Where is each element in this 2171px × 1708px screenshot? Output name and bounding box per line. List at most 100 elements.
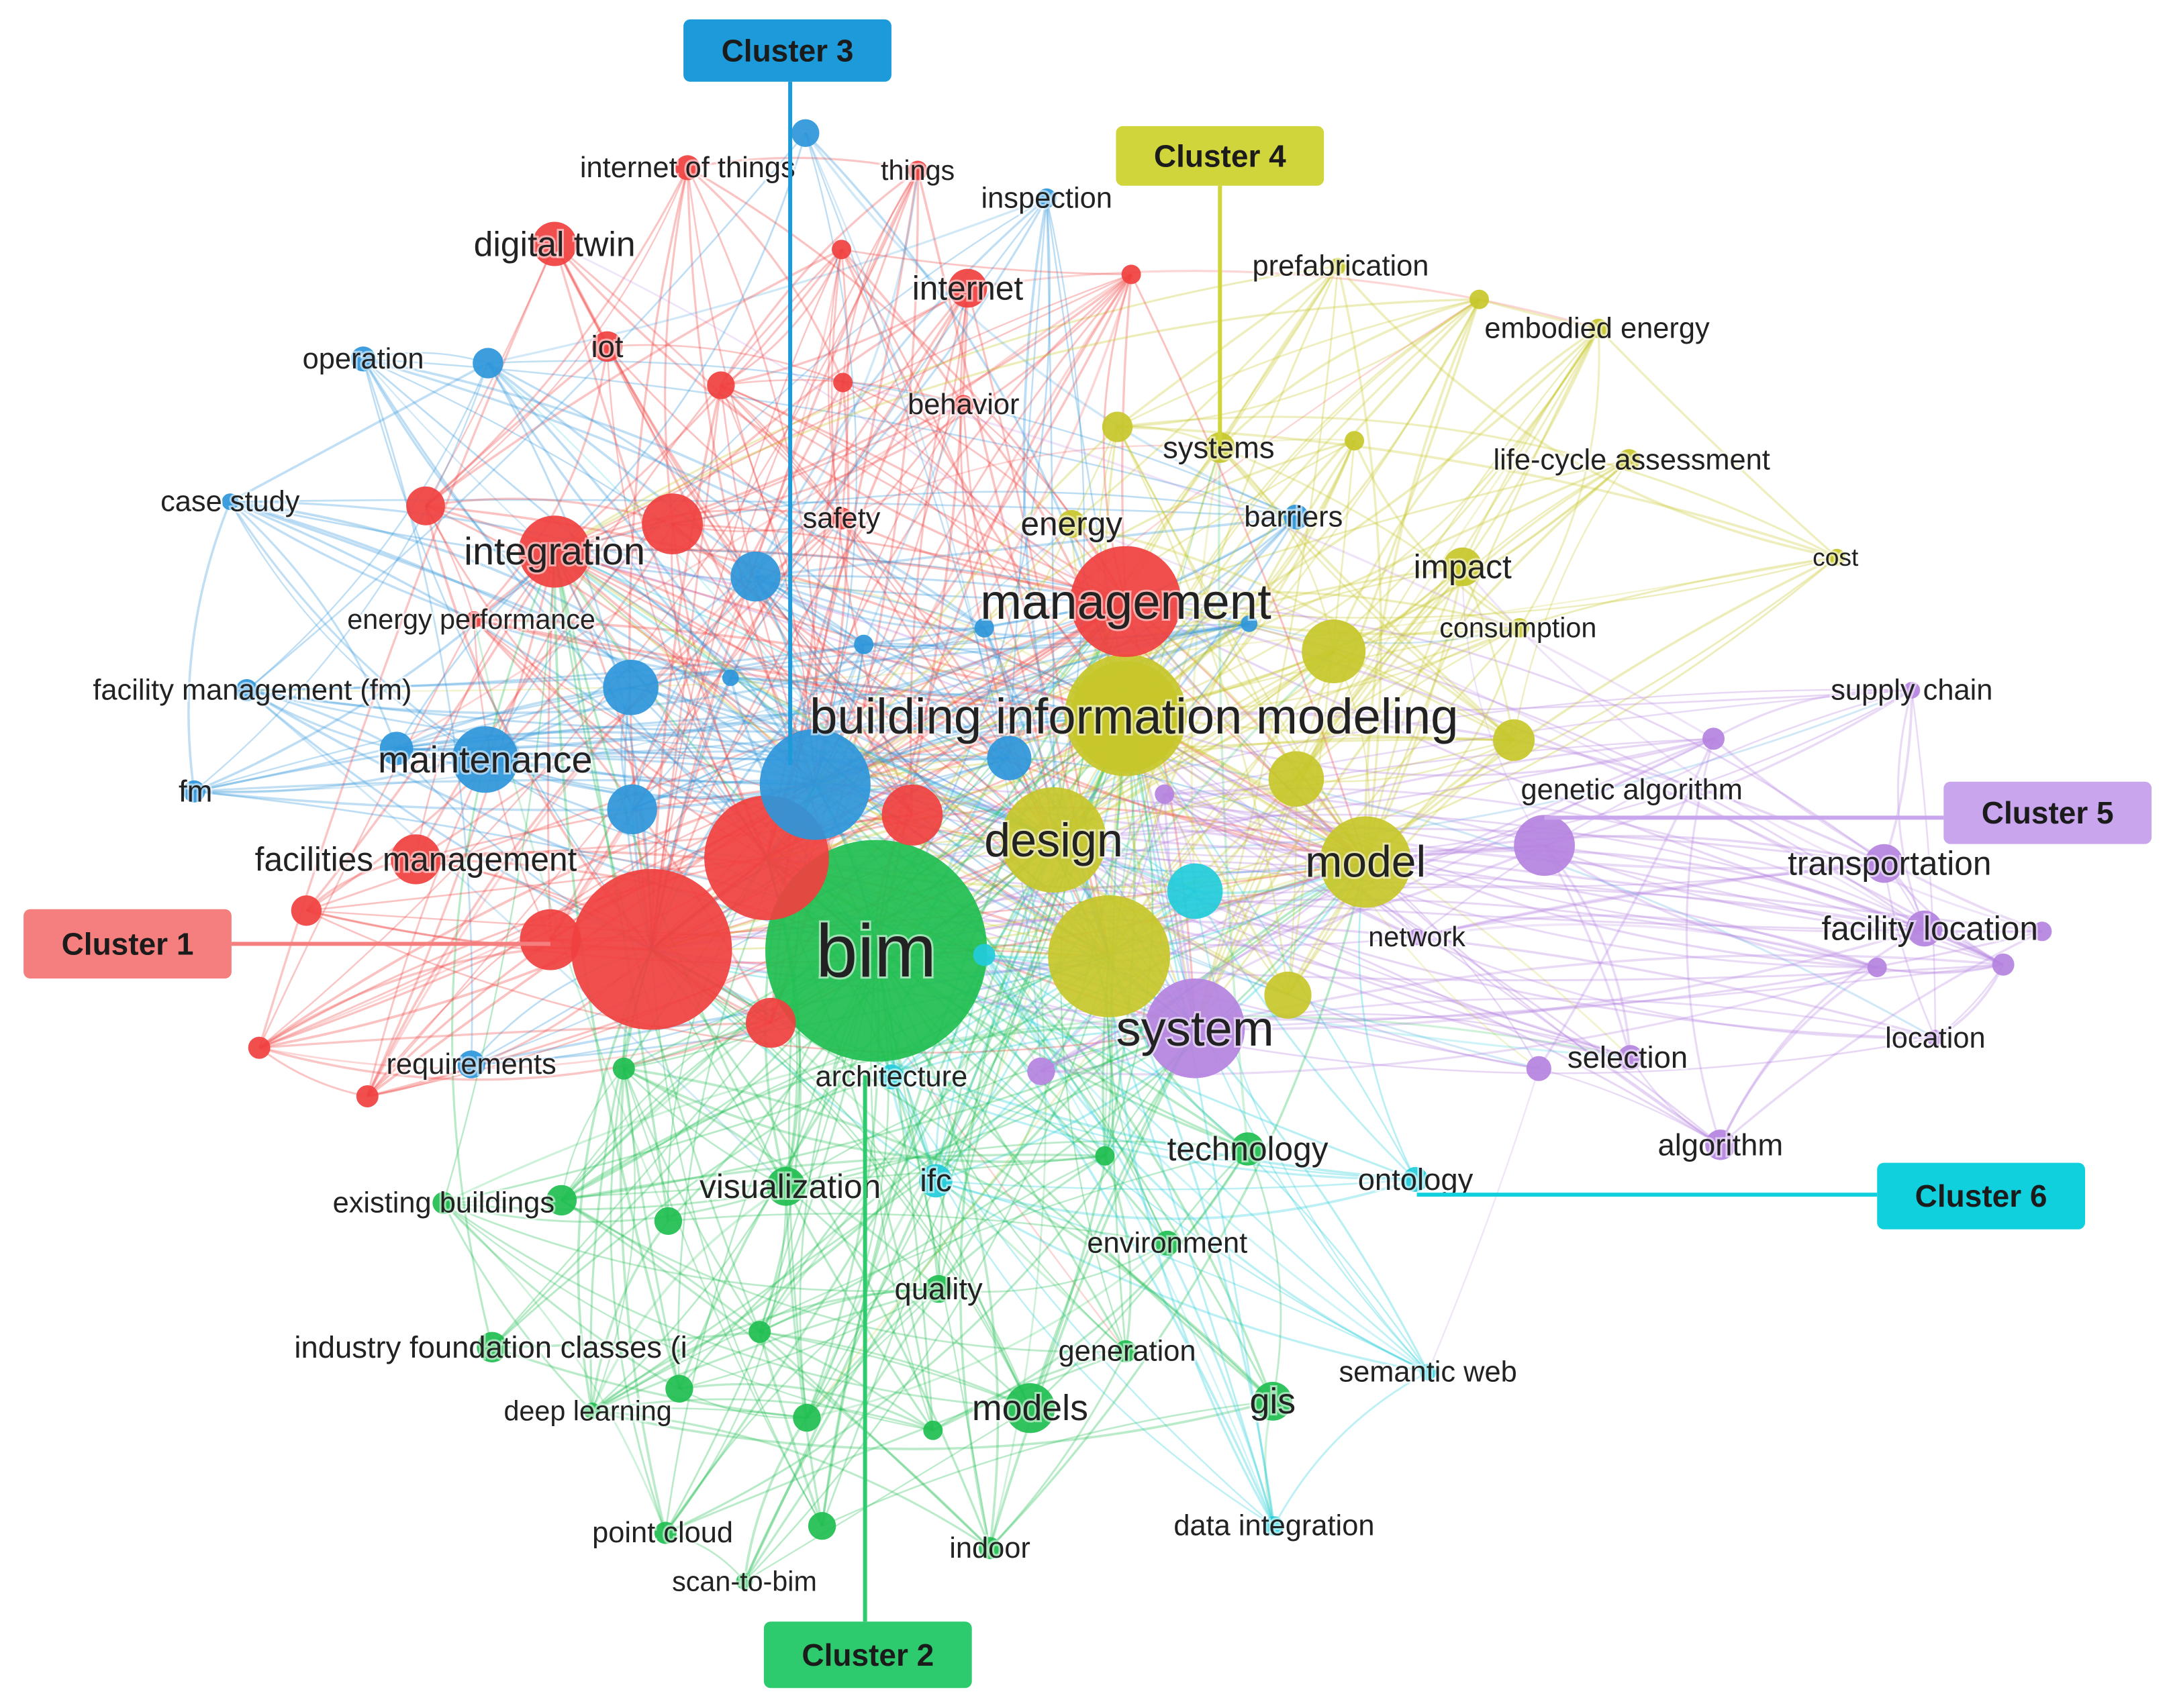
network-edge bbox=[814, 425, 1118, 785]
network-edge bbox=[246, 362, 489, 691]
network-edge bbox=[1719, 930, 2043, 1146]
network-edge bbox=[1029, 1148, 1249, 1409]
network-edge bbox=[554, 298, 1480, 553]
network-edge bbox=[842, 170, 919, 383]
network-edge bbox=[623, 1068, 823, 1527]
network-edge bbox=[1125, 689, 1912, 716]
network-edge bbox=[1883, 863, 1937, 1039]
label-internet: internet bbox=[912, 270, 1024, 307]
node-existing-buildings bbox=[432, 1192, 455, 1214]
network-edge bbox=[1195, 927, 1925, 1030]
node-generation bbox=[1114, 1340, 1137, 1362]
network-edge bbox=[1218, 298, 1480, 449]
network-edge bbox=[561, 1068, 625, 1201]
network-edge bbox=[1116, 298, 1480, 428]
network-edge bbox=[743, 1288, 940, 1583]
network-edge bbox=[425, 505, 816, 785]
network-edge bbox=[193, 550, 556, 793]
network-edge bbox=[1124, 714, 1416, 1180]
network-edge bbox=[363, 358, 985, 629]
network-edge bbox=[230, 501, 1126, 603]
network-edge bbox=[229, 501, 486, 760]
network-edge bbox=[1194, 954, 2004, 1029]
network-edge bbox=[959, 839, 1055, 1549]
network-edge bbox=[246, 600, 1126, 691]
network-node bbox=[1241, 615, 1258, 632]
network-edge bbox=[258, 601, 1126, 1049]
network-edge bbox=[1337, 266, 1382, 862]
network-edge bbox=[230, 500, 816, 786]
node-design bbox=[1001, 787, 1106, 893]
network-edge bbox=[815, 783, 2004, 966]
label-visualization: visualization bbox=[699, 1168, 881, 1205]
network-edge bbox=[806, 1242, 1168, 1419]
network-edge bbox=[473, 618, 1126, 717]
network-edge bbox=[1130, 274, 1367, 862]
network-edge bbox=[814, 288, 969, 785]
network-edge bbox=[842, 170, 919, 383]
network-edge bbox=[258, 1021, 771, 1070]
cluster-1-label: Cluster 1 bbox=[23, 909, 232, 978]
label-management: management bbox=[980, 574, 1271, 630]
node-technology bbox=[1231, 1132, 1265, 1166]
network-edge bbox=[842, 381, 1715, 740]
network-edge bbox=[606, 346, 1055, 841]
network-edge bbox=[193, 686, 631, 793]
label-quality: quality bbox=[894, 1272, 983, 1306]
network-edge bbox=[814, 440, 1355, 785]
label-energy-performance: energy performance bbox=[347, 604, 595, 635]
network-edge bbox=[554, 550, 1289, 997]
label-point-cloud: point cloud bbox=[592, 1517, 733, 1549]
network-edge bbox=[1104, 447, 1221, 1156]
network-edge bbox=[1053, 516, 1298, 841]
network-edge bbox=[1719, 927, 1925, 1146]
network-edge bbox=[1124, 299, 1480, 717]
label-model: model bbox=[1305, 838, 1426, 887]
network-edge bbox=[1911, 690, 1937, 1038]
network-edge bbox=[1053, 689, 1913, 858]
network-edge bbox=[1194, 997, 1936, 1040]
network-edge bbox=[442, 551, 556, 1203]
network-edge bbox=[687, 167, 914, 815]
network-edge bbox=[485, 750, 1010, 761]
node-barriers bbox=[1284, 504, 1309, 530]
network-edge bbox=[591, 1398, 934, 1431]
network-edge bbox=[1461, 328, 1600, 568]
network-edge bbox=[814, 622, 1249, 786]
network-edge bbox=[1195, 963, 2004, 1029]
network-edge bbox=[755, 576, 1429, 1373]
node-facility-management-fm bbox=[236, 679, 258, 701]
cluster-1-text: Cluster 1 bbox=[62, 926, 194, 961]
nodes-layer bbox=[183, 119, 2052, 1590]
network-node bbox=[665, 1374, 693, 1403]
cluster-4-text: Cluster 4 bbox=[1154, 138, 1286, 173]
network-edge bbox=[549, 287, 969, 941]
cluster-2-box bbox=[763, 1621, 972, 1689]
network-edge bbox=[665, 1186, 787, 1534]
node-bim bbox=[765, 840, 987, 1062]
network-edge bbox=[1543, 844, 1878, 969]
label-location: location bbox=[1885, 1022, 1986, 1054]
network-edge bbox=[1287, 566, 1464, 996]
node-maintenance bbox=[452, 726, 519, 793]
network-edge bbox=[822, 1400, 1273, 1527]
network-edge bbox=[820, 601, 1127, 1526]
network-edge bbox=[230, 499, 1296, 518]
network-node bbox=[722, 669, 739, 687]
network-edge bbox=[1479, 298, 1599, 330]
network-edge bbox=[650, 385, 722, 950]
cluster-6-box bbox=[1877, 1162, 2085, 1229]
network-node bbox=[974, 618, 994, 638]
network-edge bbox=[561, 1025, 1196, 1201]
network-edge bbox=[983, 954, 1429, 1373]
network-edge bbox=[258, 1021, 771, 1081]
network-edge bbox=[554, 550, 1126, 718]
network-edge bbox=[1116, 426, 1289, 995]
network-node bbox=[707, 371, 735, 399]
label-selection: selection bbox=[1567, 1040, 1688, 1074]
label-industry-foundation-classes-i: industry foundation classes (i bbox=[294, 1330, 687, 1364]
network-edge bbox=[1125, 600, 1885, 864]
network-edge bbox=[678, 1027, 1196, 1390]
network-edge bbox=[1416, 862, 1884, 938]
